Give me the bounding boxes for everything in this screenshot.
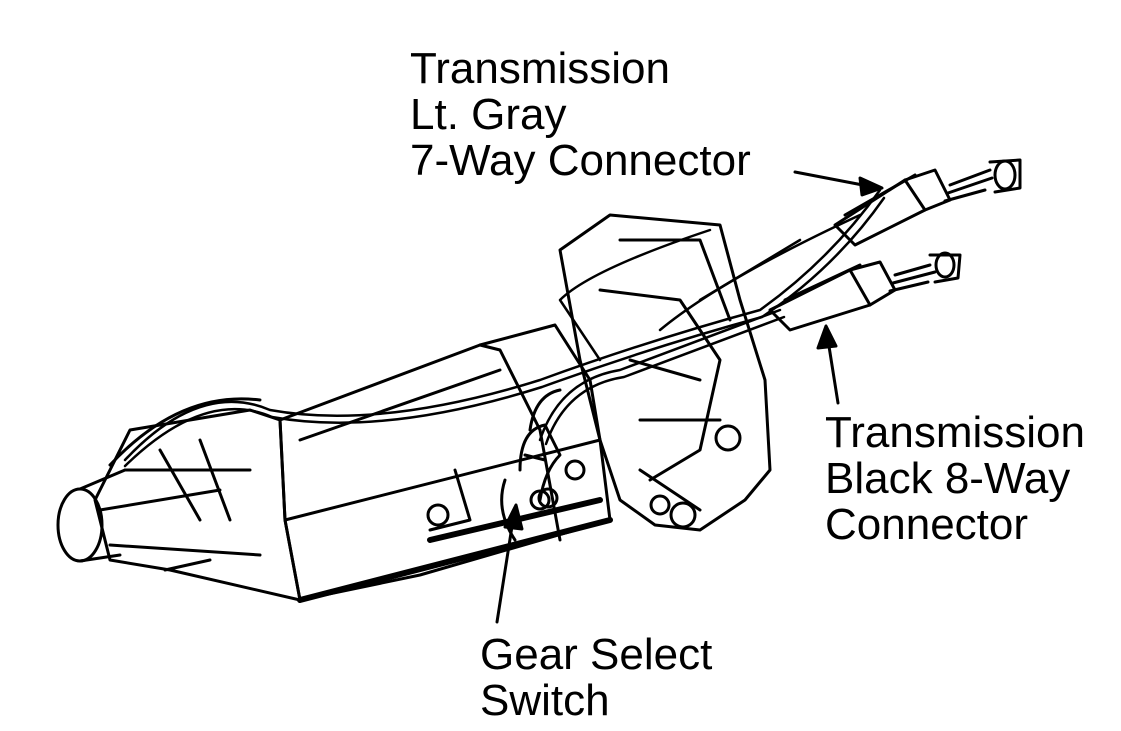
arrow-8way [816,324,840,405]
arrow-gear-switch [495,503,524,624]
gear-select-switch [518,388,562,511]
transmission-case [278,323,613,603]
label-gray-7way-connector: Transmission Lt. Gray 7-Way Connector [410,46,751,184]
label-line: Black 8-Way [825,454,1071,503]
label-gear-select-switch: Gear Select Switch [480,632,712,724]
gray-7way-connector [833,158,1022,247]
label-line: Lt. Gray [410,90,567,139]
label-line: Switch [480,676,610,725]
tail-housing [56,397,302,602]
label-line: 7-Way Connector [410,136,751,185]
label-black-8way-connector: Transmission Black 8-Way Connector [825,410,1085,548]
label-line: Gear Select [480,630,713,679]
arrow-7way [793,170,884,197]
bell-housing [558,213,772,532]
black-8way-connector [768,251,962,332]
label-line: Connector [825,500,1029,549]
callout-arrows [495,170,884,624]
label-line: Transmission [410,44,670,93]
label-line: Transmission [825,408,1085,457]
wiring-harness [123,188,886,468]
